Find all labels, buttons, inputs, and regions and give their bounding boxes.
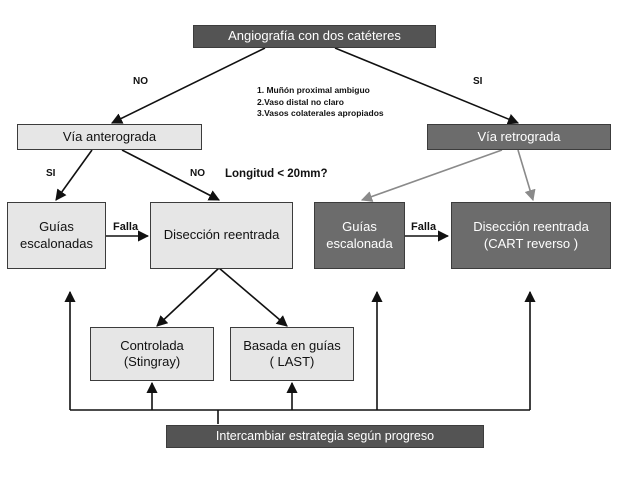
- criteria-list: 1. Muñón proximal ambiguo 2.Vaso distal …: [257, 85, 384, 120]
- arrow-diseccion-to-basada: [218, 267, 288, 327]
- angiografia-box: Angiografía con dos catéteres: [193, 25, 436, 48]
- angiografia-label: Angiografía con dos catéteres: [228, 28, 401, 44]
- arrow-top-to-retrograda: [334, 47, 520, 125]
- arrow-anterograda-to-guias: [55, 149, 93, 201]
- arrow-retrograda-to-cart: [517, 149, 536, 202]
- via-retrograda-box: Vía retrograda: [427, 124, 611, 150]
- guias-escalonadas-label: Guías escalonadas: [20, 219, 93, 251]
- arrow-diseccion-to-controlada: [156, 267, 220, 327]
- arrow-anterograda-to-diseccion: [121, 149, 220, 201]
- basada-en-guias-label: Basada en guías ( LAST): [243, 337, 341, 369]
- diseccion-reentrada-box: Disección reentrada: [150, 202, 293, 269]
- label-longitud: Longitud < 20mm?: [225, 168, 328, 180]
- criteria-item: 2.Vaso distal no claro: [257, 96, 344, 107]
- guias-escalonada-retro-box: Guías escalonada: [314, 202, 405, 269]
- arrow-top-to-anterograda: [110, 47, 266, 124]
- guias-escalonada-retro-label: Guías escalonada: [326, 219, 393, 251]
- intercambiar-label: Intercambiar estrategia según progreso: [215, 428, 435, 443]
- label-no-top: NO: [133, 76, 148, 87]
- via-anterograda-label: Vía anterograda: [62, 128, 157, 144]
- label-si-left: SI: [46, 168, 56, 179]
- diseccion-cart-label: Disección reentrada (CART reverso ): [473, 219, 589, 251]
- label-no-left: NO: [190, 168, 205, 179]
- criteria-item: 1. Muñón proximal ambiguo: [257, 85, 370, 95]
- label-si-top: SI: [473, 76, 483, 87]
- via-retrograda-label: Vía retrograda: [477, 128, 561, 144]
- label-falla-right: Falla: [411, 221, 437, 233]
- arrow-retrograda-to-guias: [360, 149, 503, 202]
- via-anterograda-box: Vía anterograda: [17, 124, 202, 150]
- criteria-item: 3.Vasos colaterales apropiados: [257, 108, 384, 118]
- basada-en-guias-box: Basada en guías ( LAST): [230, 327, 354, 381]
- diseccion-cart-box: Disección reentrada (CART reverso ): [451, 202, 611, 269]
- diseccion-reentrada-label: Disección reentrada: [163, 227, 280, 243]
- guias-escalonadas-box: Guías escalonadas: [7, 202, 106, 269]
- label-falla-left: Falla: [113, 221, 139, 233]
- controlada-box: Controlada (Stingray): [90, 327, 214, 381]
- intercambiar-box: Intercambiar estrategia según progreso: [166, 425, 484, 448]
- controlada-label: Controlada (Stingray): [120, 337, 184, 369]
